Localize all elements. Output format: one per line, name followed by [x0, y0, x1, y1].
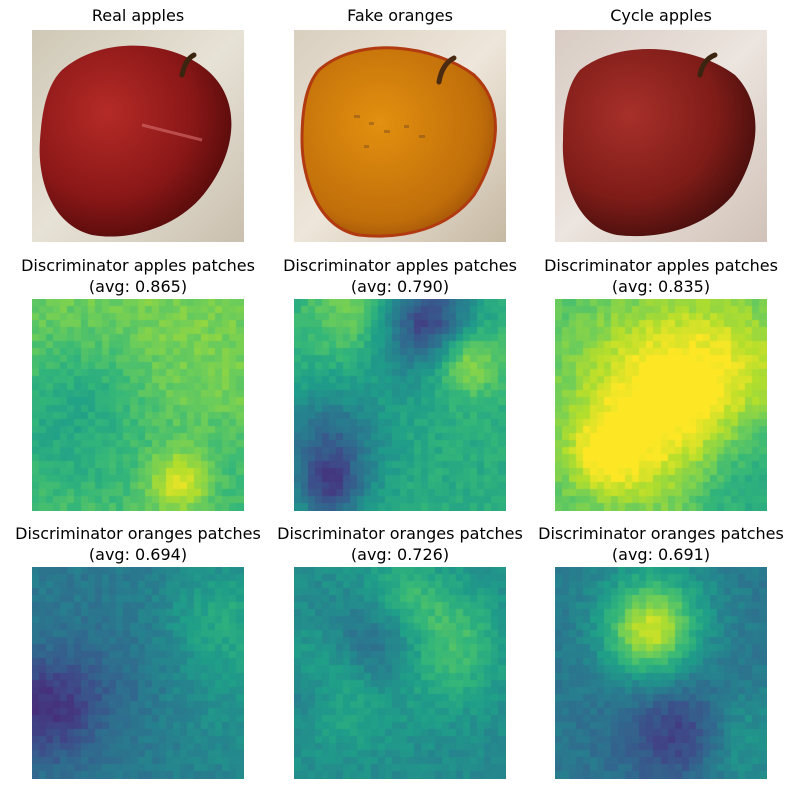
disc-apples-title-3: Discriminator apples patches — [544, 256, 778, 275]
disc-apples-avg-1: (avg: 0.865) — [88, 277, 188, 296]
cycle-apples-title: Cycle apples — [610, 6, 712, 25]
disc-oranges-title-3: Discriminator oranges patches — [538, 524, 784, 543]
real-apple-image — [32, 30, 244, 242]
disc-oranges-avg-3: (avg: 0.691) — [611, 545, 711, 564]
disc-oranges-title-1: Discriminator oranges patches — [15, 524, 261, 543]
fake-orange-image — [294, 30, 506, 242]
real-apples-title: Real apples — [91, 6, 185, 25]
disc-apples-heatmap-3 — [555, 299, 767, 511]
disc-oranges-title-2: Discriminator oranges patches — [277, 524, 523, 543]
disc-oranges-avg-2: (avg: 0.726) — [350, 545, 450, 564]
disc-oranges-avg-1: (avg: 0.694) — [88, 545, 188, 564]
disc-oranges-heatmap-3 — [555, 567, 767, 779]
disc-oranges-heatmap-1 — [32, 567, 244, 779]
disc-apples-title-2: Discriminator apples patches — [283, 256, 517, 275]
cycle-apple-image — [555, 30, 767, 242]
disc-apples-avg-2: (avg: 0.790) — [350, 277, 450, 296]
disc-apples-heatmap-1 — [32, 299, 244, 511]
disc-apples-heatmap-2 — [294, 299, 506, 511]
fake-oranges-title: Fake oranges — [347, 6, 453, 25]
disc-oranges-heatmap-2 — [294, 567, 506, 779]
disc-apples-avg-3: (avg: 0.835) — [611, 277, 711, 296]
disc-apples-title-1: Discriminator apples patches — [21, 256, 255, 275]
